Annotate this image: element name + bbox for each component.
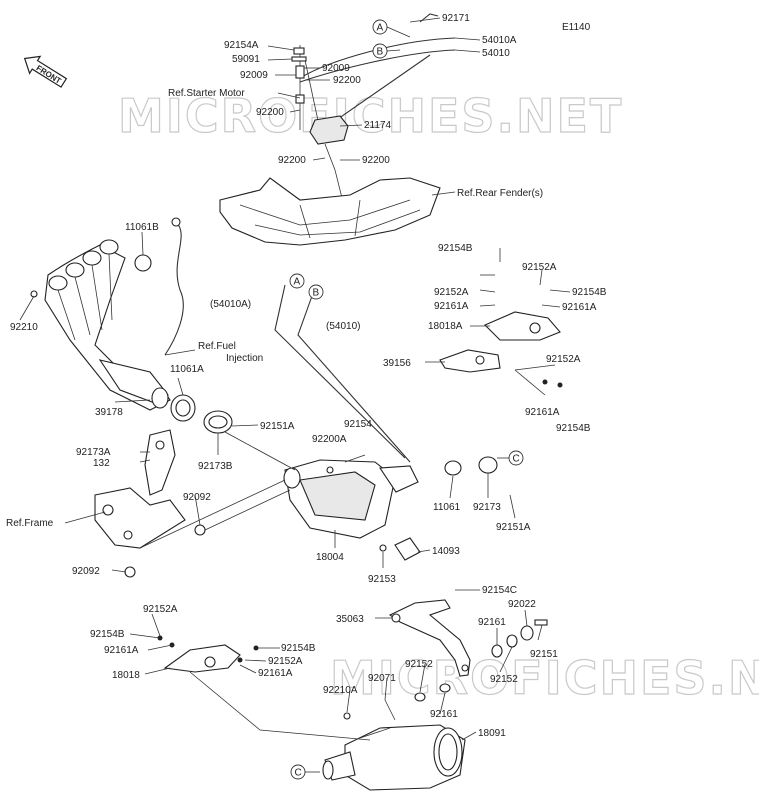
label-11061: 11061 (433, 502, 461, 513)
front-arrow-icon: FRONT (23, 55, 68, 88)
pre-chamber-18004 (283, 454, 498, 561)
watermark-top: MICROFICHES.NET (118, 89, 623, 143)
muffler-hanger-35063 (388, 599, 471, 677)
label-92154b-r2: 92154B (572, 287, 607, 298)
label-39178: 39178 (95, 407, 123, 418)
hanger-hardware (414, 619, 548, 702)
exhaust-header-pipes (30, 217, 184, 411)
label-92154c: 92154C (482, 585, 517, 596)
label-92154b-br: 92154B (281, 643, 316, 654)
label-92161a-r2: 92161A (562, 302, 597, 313)
svg-text:A: A (294, 277, 301, 288)
label-92151a-l: 92151A (260, 421, 295, 432)
front-label: FRONT (35, 63, 63, 85)
label-18018: 18018 (112, 670, 140, 681)
label-92152a-r1: 92152A (434, 287, 469, 298)
label-18004: 18004 (316, 552, 344, 563)
label-54010a-ref: (54010A) (210, 299, 251, 310)
callout-c-bottom: C (290, 764, 320, 780)
label-92154b-bl: 92154B (90, 629, 125, 640)
label-39156: 39156 (383, 358, 411, 369)
label-11061b: 11061B (125, 222, 159, 233)
label-92092-b: 92092 (72, 566, 100, 577)
label-18018a: 18018A (428, 321, 463, 332)
label-92151: 92151 (530, 649, 558, 660)
label-92152a-r2: 92152A (522, 262, 557, 273)
diagram-code: E1140 (562, 22, 591, 33)
clamp-92173b (203, 410, 233, 434)
callout-c-right: C (508, 450, 524, 466)
callout-b-mid: B (308, 284, 324, 300)
label-92200-b: 92200 (256, 107, 284, 118)
label-92152-r: 92152 (490, 674, 518, 685)
part-labels: 92171 54010A 54010 92154A 59091 92009 92… (6, 13, 607, 739)
label-92154a: 92154A (224, 40, 259, 51)
label-92022: 92022 (508, 599, 536, 610)
label-92154: 92154 (344, 419, 372, 430)
label-92173b: 92173B (198, 461, 233, 472)
label-92161a-bl: 92161A (104, 645, 139, 656)
frame-bracket (94, 429, 206, 578)
label-92152a-bl: 92152A (143, 604, 178, 615)
exhaust-valve-actuator-assembly (291, 13, 456, 211)
callout-b-top: B (372, 43, 401, 59)
heat-cover-18018 (157, 635, 259, 673)
label-92171: 92171 (442, 13, 470, 24)
label-92210a: 92210A (323, 685, 358, 696)
label-92154b-r1: 92154B (438, 243, 473, 254)
label-92161a-r1: 92161A (434, 301, 469, 312)
callout-a-mid: A (289, 273, 305, 289)
heat-cover-39156 (439, 349, 501, 373)
label-92009-a: 92009 (322, 63, 350, 74)
label-54010a: 54010A (482, 35, 517, 46)
leader-lines (19, 17, 571, 741)
label-ref-fuel: Ref.Fuel (198, 341, 236, 352)
svg-text:C: C (513, 454, 520, 465)
label-92173: 92173 (473, 502, 501, 513)
label-92152a-r3: 92152A (546, 354, 581, 365)
silencer-18091 (322, 724, 466, 791)
label-92161a-br: 92161A (258, 668, 293, 679)
label-21174: 21174 (364, 120, 392, 131)
label-ref-starter-motor: Ref.Starter Motor (168, 88, 245, 99)
label-92153: 92153 (368, 574, 396, 585)
label-ref-frame: Ref.Frame (6, 518, 54, 529)
label-92200a: 92200A (312, 434, 347, 445)
label-92009-b: 92009 (240, 70, 268, 81)
label-92152-c: 92152 (405, 659, 433, 670)
label-92210: 92210 (10, 322, 38, 333)
label-92154b-r3: 92154B (556, 423, 591, 434)
label-92152a-br: 92152A (268, 656, 303, 667)
label-92092-a: 92092 (183, 492, 211, 503)
label-14093: 14093 (432, 546, 460, 557)
svg-text:B: B (377, 47, 384, 58)
label-ref-rear-fender: Ref.Rear Fender(s) (457, 188, 543, 199)
rear-fender-ref (219, 177, 441, 246)
label-92151a-r: 92151A (496, 522, 531, 533)
callout-a-top: A (372, 19, 411, 38)
watermark-bottom: MICROFICHES.NET (330, 651, 759, 705)
heat-cover-18018a (484, 311, 561, 341)
label-54010-ref: (54010) (326, 321, 360, 332)
svg-text:C: C (295, 768, 302, 779)
label-54010: 54010 (482, 48, 510, 59)
svg-text:A: A (377, 23, 384, 34)
label-92200-c: 92200 (278, 155, 306, 166)
label-35063: 35063 (336, 614, 364, 625)
label-92173a: 92173A (76, 447, 111, 458)
label-92161a-r3: 92161A (525, 407, 560, 418)
label-92200-a: 92200 (333, 75, 361, 86)
label-11061a: 11061A (170, 364, 204, 375)
label-92071: 92071 (368, 673, 396, 684)
label-injection: Injection (226, 353, 263, 364)
label-92200-d: 92200 (362, 155, 390, 166)
gasket-11061a (170, 394, 196, 422)
label-59091: 59091 (232, 54, 260, 65)
label-92161-c: 92161 (430, 709, 458, 720)
label-92161-r: 92161 (478, 617, 506, 628)
label-18091: 18091 (478, 728, 506, 739)
label-132: 132 (93, 458, 110, 469)
svg-text:B: B (313, 288, 320, 299)
